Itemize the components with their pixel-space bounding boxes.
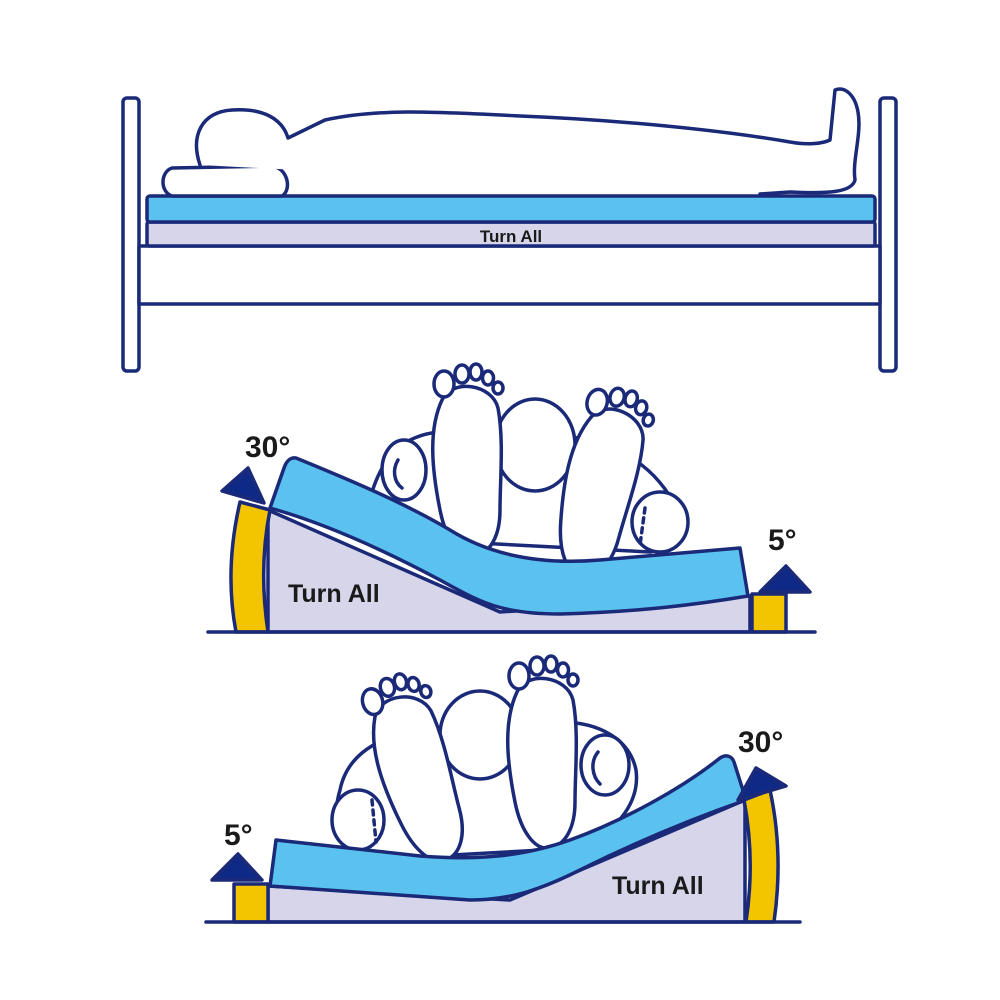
pillow bbox=[161, 164, 290, 198]
tilt-right-foot-right bbox=[505, 654, 580, 850]
tilt-left-low-angle: 5° bbox=[768, 524, 797, 557]
tilt-left-mattress-top bbox=[268, 456, 750, 616]
tilt-left-high-band bbox=[229, 500, 272, 634]
tilt-right-high-angle: 30° bbox=[738, 726, 783, 759]
tilt-left-low-arrow bbox=[758, 564, 812, 594]
lying-person bbox=[194, 87, 861, 196]
tilt-left-head bbox=[493, 397, 577, 493]
tilt-right-hand-upper bbox=[579, 733, 631, 797]
tilt-left-mattress-base bbox=[266, 508, 752, 634]
tilt-left-high-angle: 30° bbox=[245, 431, 290, 464]
tilt-right-high-band bbox=[742, 788, 780, 924]
tilt-right-low-arrow bbox=[210, 852, 264, 882]
tilt-right-mattress-top bbox=[268, 754, 748, 902]
tilt-right-mattress-label: Turn All bbox=[612, 872, 704, 900]
tilt-left-high-arrow bbox=[220, 466, 266, 505]
tilt-left-hand-upper bbox=[380, 438, 428, 502]
tilt-left-panel: Turn All 30° 5° bbox=[206, 362, 817, 634]
bed-post-left bbox=[121, 96, 141, 373]
tilt-right-low-angle: 5° bbox=[224, 819, 253, 852]
bed-frame bbox=[137, 244, 882, 306]
tilt-left-low-band bbox=[750, 592, 788, 634]
flat-bed-panel: Turn All bbox=[121, 87, 898, 373]
tilt-left-mattress-label: Turn All bbox=[288, 580, 380, 608]
flat-mattress-top bbox=[145, 194, 877, 224]
tilt-right-high-arrow bbox=[736, 766, 788, 802]
tilt-right-low-band bbox=[232, 882, 270, 924]
tilt-right-panel: Turn All 30° 5° bbox=[204, 654, 802, 924]
tilt-left-person bbox=[370, 362, 690, 586]
flat-mattress-label: Turn All bbox=[480, 227, 542, 246]
bed-post-right bbox=[878, 96, 898, 373]
